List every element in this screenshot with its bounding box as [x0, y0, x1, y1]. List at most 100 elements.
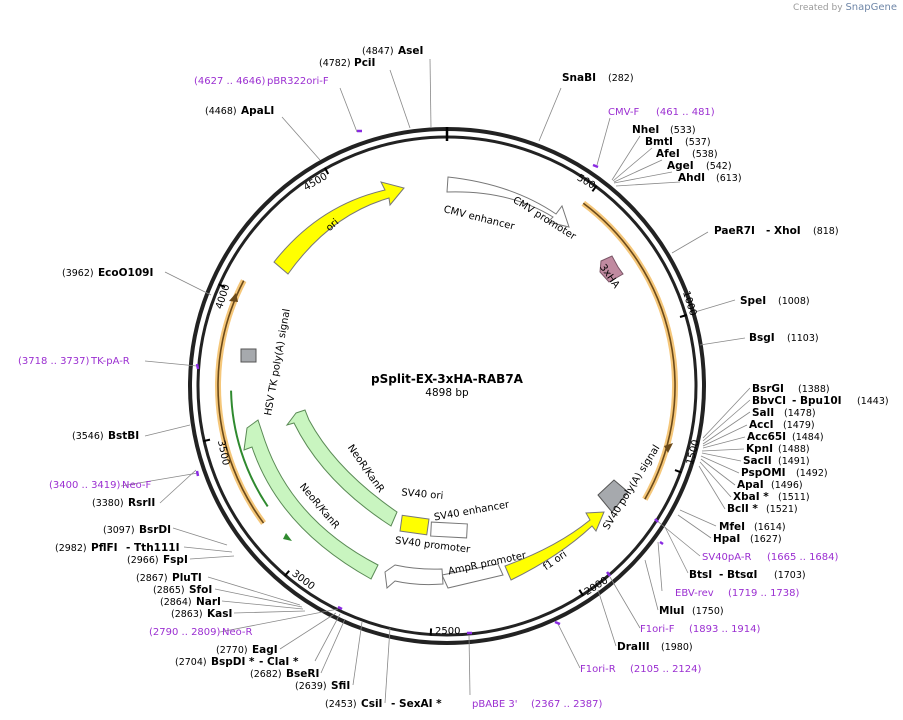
callout-line-12: [694, 299, 736, 313]
enzyme-bbvci[interactable]: BbvCI: [752, 395, 786, 407]
enzyme-tth111i[interactable]: - Tth111I: [126, 542, 180, 554]
enzyme-bspdi[interactable]: BspDI *: [211, 656, 255, 668]
enzyme-sali[interactable]: SalI: [752, 407, 774, 419]
enzyme-kpni[interactable]: KpnI: [746, 443, 773, 455]
tick-label-2500: 2500: [435, 626, 460, 637]
enzyme-paer7i[interactable]: PaeR7I: [714, 225, 755, 237]
3xha-arrow[interactable]: [599, 255, 624, 283]
enzyme-rsrii[interactable]: RsrII: [128, 497, 155, 509]
primer-range-pbabe-3: (2367 .. 2387): [531, 699, 603, 710]
tick-500: [591, 185, 598, 192]
enzyme-pluti[interactable]: PluTI: [172, 572, 202, 584]
enzyme-ecoo109i[interactable]: EcoO109I: [98, 267, 153, 279]
enzyme-hpai[interactable]: HpaI: [713, 533, 740, 545]
enzyme-eagi[interactable]: EagI: [252, 644, 278, 656]
callout-line-48: [320, 618, 346, 674]
enzyme-bsrgi[interactable]: BsrGI: [752, 383, 784, 395]
enzyme-bpu10i[interactable]: - Bpu10I: [792, 395, 842, 407]
enzyme-agei[interactable]: AgeI: [667, 160, 694, 172]
primer-tk-pa-r[interactable]: TK-pA-R: [90, 356, 130, 367]
enzyme-pos-draiii: (1980): [661, 642, 693, 653]
enzyme-beseri[interactable]: BseRI: [286, 668, 319, 680]
enzyme-asei[interactable]: AseI: [398, 45, 423, 57]
enzyme-btsi[interactable]: BtsI: [689, 569, 712, 581]
enzyme-bsrdi[interactable]: BsrDI: [139, 524, 171, 536]
enzyme-sacii[interactable]: SacII: [743, 455, 772, 467]
tick-2000: [578, 589, 585, 597]
enzyme-xbai[interactable]: XbaI *: [733, 491, 769, 503]
primer-pbabe-3[interactable]: pBABE 3': [472, 699, 518, 710]
orf-arrowhead-1: [664, 443, 673, 453]
enzyme-mlui[interactable]: MluI: [659, 605, 684, 617]
f1-ori-arrow[interactable]: [504, 511, 605, 581]
enzyme-snabi[interactable]: SnaBI: [562, 72, 596, 84]
enzyme-clai[interactable]: - ClaI *: [259, 656, 299, 668]
enzyme-xhoi[interactable]: - XhoI: [766, 225, 801, 237]
enzyme-draiii[interactable]: DraIII: [617, 641, 650, 653]
enzyme-pos-btsai: (1703): [774, 570, 806, 581]
sv40-promoter-arrow[interactable]: [384, 564, 444, 589]
neor-kanr-arrow-2[interactable]: [243, 419, 379, 580]
hsv-tk-polya-box[interactable]: [240, 348, 257, 363]
primer-neo-f[interactable]: Neo-F: [122, 480, 152, 491]
callout-line-29: [597, 589, 617, 647]
enzyme-acci[interactable]: AccI: [749, 419, 773, 431]
callout-line-38: [172, 527, 228, 546]
enzyme-pos-kpni: (1488): [778, 444, 810, 455]
enzyme-pcii[interactable]: PciI: [354, 57, 375, 69]
orf-arc-neo-green: [230, 390, 269, 508]
enzyme-ahdi[interactable]: AhdI: [678, 172, 705, 184]
primer-neo-r[interactable]: Neo-R: [222, 627, 253, 638]
enzyme-spei[interactable]: SpeI: [740, 295, 766, 307]
enzyme-bmti[interactable]: BmtI: [645, 136, 673, 148]
cmv-arrow[interactable]: [446, 176, 570, 228]
primer-range-pbr322ori-f: (4627 .. 4646): [194, 76, 266, 87]
enzyme-bsgi[interactable]: BsgI: [749, 332, 775, 344]
tick-3000: [283, 570, 290, 577]
primer-f1ori-r[interactable]: F1ori-R: [580, 664, 616, 675]
ori-arrow[interactable]: [273, 181, 405, 275]
enzyme-pflfi[interactable]: PflFI: [91, 542, 118, 554]
neor-kanr-arrow-1[interactable]: [285, 409, 398, 527]
primer-f1ori-f[interactable]: F1ori-F: [640, 624, 675, 635]
enzyme-nhei[interactable]: NheI: [632, 124, 659, 136]
orf-arcs: [215, 200, 678, 541]
enzyme-pos-acci: (1479): [783, 420, 815, 431]
callout-line-15: [702, 399, 751, 442]
enzyme-pos-bspdi: (2704): [175, 657, 207, 668]
enzyme-btsai[interactable]: - BtsαI: [719, 569, 757, 581]
ampr-promoter-arrow[interactable]: [441, 563, 504, 589]
enzyme-apali[interactable]: ApaLI: [241, 105, 274, 117]
sv40-ori-box[interactable]: [399, 514, 430, 536]
enzyme-nari[interactable]: NarI: [196, 596, 221, 608]
sv40-enhancer-box[interactable]: [430, 521, 468, 539]
callout-line-13: [699, 337, 746, 346]
enzyme-pspomi[interactable]: PspOMI: [741, 467, 786, 479]
enzyme-bcli[interactable]: BclI *: [727, 503, 758, 515]
enzyme-csii[interactable]: CsiI: [361, 698, 382, 710]
primer-marks: [195, 129, 664, 635]
enzyme-acc65i[interactable]: Acc65I: [747, 431, 786, 443]
enzyme-sfii[interactable]: SfiI: [331, 680, 350, 692]
sv40-polya-box[interactable]: [597, 479, 629, 513]
enzyme-pos-eagi: (2770): [216, 645, 248, 656]
enzyme-mfei[interactable]: MfeI: [719, 521, 745, 533]
primer-mark-8: [554, 620, 561, 626]
callout-line-0: [429, 58, 432, 129]
primer-sv40pa-r[interactable]: SV40pA-R: [702, 552, 751, 563]
enzyme-fspi[interactable]: FspI: [163, 554, 188, 566]
enzyme-bstbi[interactable]: BstBI: [108, 430, 139, 442]
primer-range-neo-r: (2790 .. 2809): [149, 627, 221, 638]
snapgene-logo: SnapGene: [845, 2, 897, 13]
enzyme-apai[interactable]: ApaI: [737, 479, 764, 491]
primer-range-tk-pa-r: (3718 .. 3737): [18, 356, 90, 367]
enzyme-sfoi[interactable]: SfoI: [189, 584, 212, 596]
enzyme-sexai[interactable]: - SexAI *: [391, 698, 442, 710]
primer-cmv-f[interactable]: CMV-F: [608, 107, 639, 118]
primer-mark-6: [659, 540, 664, 546]
enzyme-kasi[interactable]: KasI: [207, 608, 232, 620]
primer-pbr322ori-f[interactable]: pBR322ori-F: [267, 76, 329, 87]
enzyme-pos-apai: (1496): [771, 480, 803, 491]
enzyme-afei[interactable]: AfeI: [656, 148, 680, 160]
primer-ebv-rev[interactable]: EBV-rev: [675, 588, 714, 599]
